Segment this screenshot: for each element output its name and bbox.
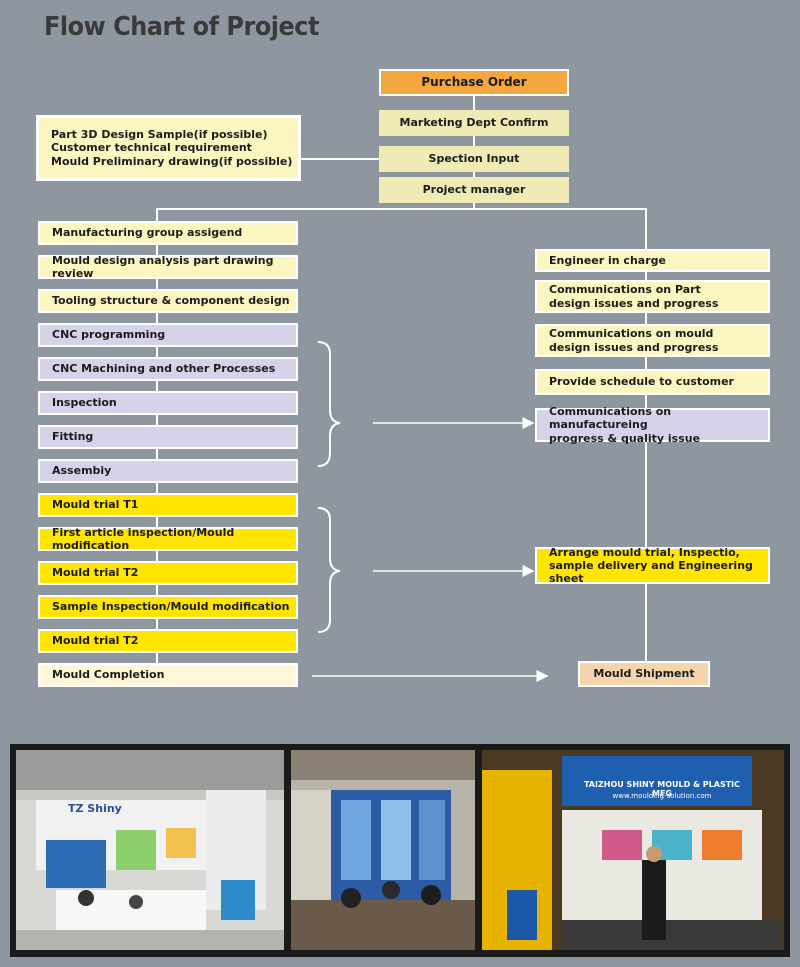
marketing-confirm-box: Marketing Dept Confirm — [379, 110, 569, 136]
step-label: Mould trial T1 — [52, 498, 139, 512]
step-label: Arrange mould trial, Inspectio, — [549, 545, 740, 559]
step-label: Mould trial T2 — [52, 566, 139, 580]
step-cnc-machining: CNC Machining and other Processes — [38, 357, 298, 381]
booth-photo-3: TAIZHOU SHINY MOULD & PLASTIC MFG www.mo… — [482, 750, 784, 950]
step-label: Manufacturing group assigend — [52, 226, 243, 240]
step-label: Engineer in charge — [549, 253, 666, 267]
purchase-order-box: Purchase Order — [379, 69, 569, 96]
connector-input-link — [300, 158, 382, 160]
manufacturing-comms-box: Communications on manufactureing progres… — [535, 405, 770, 445]
connector-horizontal-split — [156, 208, 646, 210]
mould-design-comms-box: Communications on mould design issues an… — [535, 324, 770, 357]
step-cnc-programming: CNC programming — [38, 323, 298, 347]
purchase-order-label: Purchase Order — [421, 75, 527, 90]
mould-shipment-box: Mould Shipment — [578, 661, 710, 687]
exhibition-photos: TZ Shiny TA — [10, 744, 790, 957]
arrange-trial-box: Arrange mould trial, Inspectio, sample d… — [535, 545, 770, 586]
booth-photo-2-image — [291, 750, 475, 950]
project-manager-label: Project manager — [422, 183, 526, 197]
step-label: CNC Machining and other Processes — [52, 362, 276, 376]
booth-photo-1: TZ Shiny — [16, 750, 284, 950]
step-tooling-structure: Tooling structure & component design — [38, 289, 298, 313]
flow-connectors — [312, 341, 549, 682]
step-label: Mould trial T2 — [52, 634, 139, 648]
booth-photo-1-image — [16, 750, 284, 950]
booth-photo-2 — [291, 750, 475, 950]
schedule-box: Provide schedule to customer — [535, 369, 770, 395]
step-mould-trial-t2-b: Mould trial T2 — [38, 629, 298, 653]
booth-3-sign: TAIZHOU SHINY MOULD & PLASTIC MFG — [583, 780, 741, 798]
step-mould-completion: Mould Completion — [38, 663, 298, 687]
step-label: Provide schedule to customer — [549, 375, 734, 389]
page-title: Flow Chart of Project — [44, 12, 319, 42]
step-label: Mould Completion — [52, 668, 165, 682]
marketing-confirm-label: Marketing Dept Confirm — [399, 116, 549, 130]
input-line-2: Customer technical requirement — [51, 141, 252, 155]
step-assembly: Assembiy — [38, 459, 298, 483]
step-label: design issues and progress — [549, 296, 719, 310]
step-sample-inspection: Sample Inspection/Mould modification — [38, 595, 298, 619]
step-label: Mould design analysis part drawing revie… — [52, 253, 274, 280]
spection-input-label: Spection Input — [428, 152, 520, 166]
step-label: Assembiy — [52, 464, 112, 478]
project-manager-box: Project manager — [379, 177, 569, 203]
engineer-in-charge-box: Engineer in charge — [535, 249, 770, 272]
booth-photo-3-image — [482, 750, 784, 950]
customer-input-box: Part 3D Design Sample(if possible) Custo… — [36, 115, 301, 181]
input-line-3: Mould Preliminary drawing(if possible) — [51, 154, 293, 168]
step-manufacturing-group: Manufacturing group assigend — [38, 221, 298, 245]
brace-lavender-group — [317, 341, 341, 467]
step-label: Tooling structure & component design — [52, 294, 290, 308]
step-label: design issues and progress — [549, 340, 719, 354]
booth-3-url: www.moulding-solution.com — [612, 792, 712, 800]
part-design-comms-box: Communications on Part design issues and… — [535, 280, 770, 313]
step-inspection: Inspection — [38, 391, 298, 415]
step-label: Communications on Part — [549, 283, 701, 297]
step-label: Inspection — [52, 396, 117, 410]
step-mould-trial-t1: Mould trial T1 — [38, 493, 298, 517]
step-first-article-inspection: First article inspection/Mould modificat… — [38, 525, 298, 552]
step-label: progress & quality issue — [549, 431, 701, 445]
step-label: Communications on manufactureing — [549, 405, 672, 432]
step-label: sample delivery and Engineering sheet — [549, 558, 753, 586]
step-fitting: Fitting — [38, 425, 298, 449]
step-label: First article inspection/Mould modificat… — [52, 525, 235, 552]
step-mould-design-analysis: Mould design analysis part drawing revie… — [38, 253, 298, 280]
step-label: CNC programming — [52, 328, 166, 342]
booth-1-sign: TZ Shiny — [68, 802, 122, 815]
spection-input-box: Spection Input — [379, 146, 569, 172]
step-mould-trial-t2-a: Mould trial T2 — [38, 561, 298, 585]
input-line-1: Part 3D Design Sample(if possible) — [51, 128, 268, 142]
step-label: Mould Shipment — [593, 667, 695, 681]
step-label: Sample Inspection/Mould modification — [52, 600, 290, 614]
brace-gold-group — [317, 507, 341, 633]
step-label: Fitting — [52, 430, 94, 444]
step-label: Communications on mould — [549, 327, 714, 341]
